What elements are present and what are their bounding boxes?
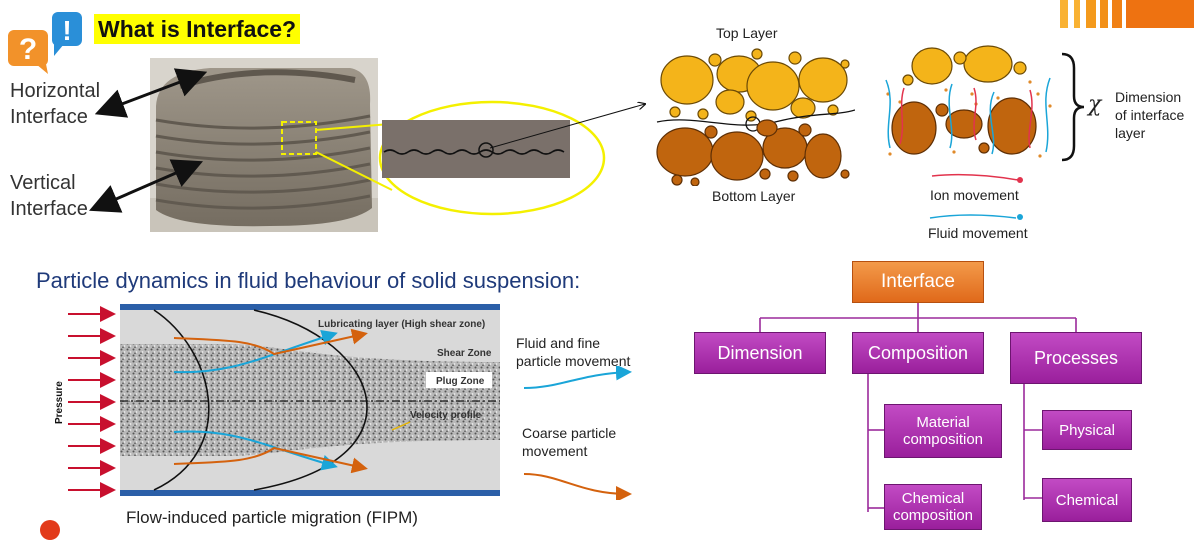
svg-text:?: ? — [19, 33, 37, 66]
ion-movement-label: Ion movement — [930, 187, 1019, 203]
physical-box: Physical — [1042, 410, 1132, 450]
svg-text:!: ! — [62, 15, 71, 46]
fluid-fine-legend-arrow — [523, 366, 632, 389]
lubricating-layer-label: Lubricating layer (High shear zone) — [318, 319, 485, 330]
composition-box: Composition — [852, 332, 984, 374]
processes-box: Processes — [1010, 332, 1142, 384]
ion-arrow — [931, 173, 1023, 183]
deco-bars — [1060, 0, 1194, 28]
particle-layers-diagram — [656, 48, 855, 186]
fluid-arrow — [929, 214, 1023, 220]
page-title: What is Interface? — [94, 14, 301, 44]
fipm-caption: Flow-induced particle migration (FIPM) — [126, 508, 418, 527]
pointer-arrow — [489, 96, 650, 149]
dimension-box: Dimension — [694, 332, 826, 374]
dimension-brace — [1061, 52, 1085, 162]
velocity-profile-label: Velocity profile — [410, 410, 482, 421]
top-layer-label: Top Layer — [716, 25, 778, 41]
interface-arrows — [88, 68, 208, 213]
fipm-heading: Particle dynamics in fluid behaviour of … — [36, 268, 581, 293]
ion-fluid-movement-diagram — [885, 45, 1052, 158]
plug-zone-label: Plug Zone — [436, 376, 485, 387]
question-bubble-icon: ? — [8, 30, 48, 74]
coarse-legend-arrow — [523, 473, 632, 500]
fluid-movement-label: Fluid movement — [928, 225, 1028, 241]
bottom-layer-label: Bottom Layer — [712, 188, 796, 204]
exclamation-bubble-icon: ! — [52, 12, 82, 56]
pressure-label: Pressure — [54, 381, 65, 424]
chi-symbol: χ — [1088, 92, 1102, 117]
chemical-box: Chemical — [1042, 478, 1132, 522]
shear-zone-label: Shear Zone — [437, 348, 492, 359]
dimension-note: Dimension of interface layer — [1115, 89, 1185, 141]
fipm-diagram: Lubricating layer (High shear zone) Shea… — [54, 304, 500, 498]
interface-box: Interface — [852, 261, 984, 303]
zoom-callout — [281, 100, 606, 216]
